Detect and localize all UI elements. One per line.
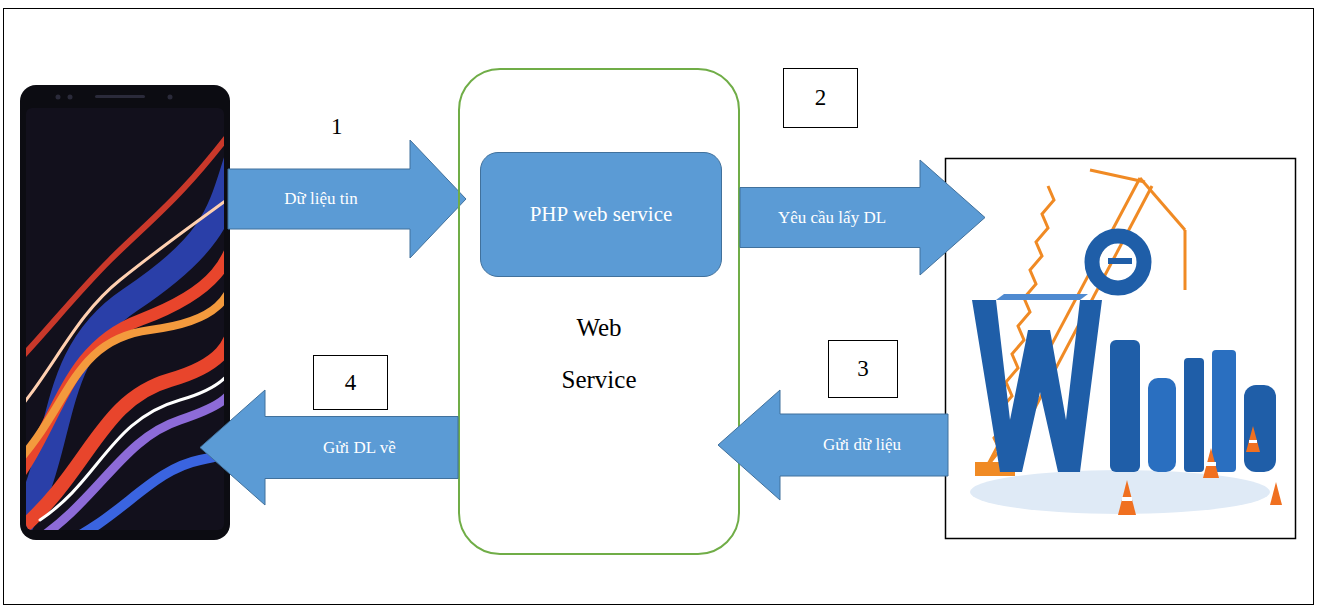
arrow-text-area: Yêu cầu lấy DL <box>744 188 920 248</box>
block-arrow: Gửi DL về <box>200 390 458 505</box>
callout-number: 4 <box>345 370 357 396</box>
website-picture <box>1244 385 1276 472</box>
website-picture <box>1092 236 1144 288</box>
arrow-text-area: Dữ liệu tin <box>232 169 410 229</box>
website-picture <box>1148 378 1176 472</box>
website-picture <box>1118 426 1282 515</box>
phone-picture <box>95 95 145 98</box>
arrow-fill <box>200 390 458 505</box>
block-arrow: Dữ liệu tin <box>228 140 466 258</box>
callout-box: 2 <box>783 68 858 128</box>
website-picture <box>1203 448 1219 478</box>
arrow-label: Gửi dữ liệu <box>823 435 901 455</box>
phone-picture <box>26 120 224 530</box>
phone-picture <box>26 150 224 530</box>
arrow-fill <box>228 140 466 258</box>
callout-box: 4 <box>313 355 388 410</box>
website-picture <box>1122 497 1132 501</box>
website-picture <box>972 300 1102 472</box>
website-picture <box>1140 178 1185 230</box>
callout-box: 3 <box>828 340 898 398</box>
arrow-fill <box>718 390 948 500</box>
callout-number: 2 <box>815 85 827 111</box>
arrow-fill <box>740 160 985 275</box>
phone-picture <box>26 310 224 530</box>
website-picture <box>996 294 1088 300</box>
website-picture <box>970 470 1270 514</box>
arrow-label: Yêu cầu lấy DL <box>778 208 886 228</box>
arrow-label: Dữ liệu tin <box>284 189 357 209</box>
phone-picture <box>60 430 224 530</box>
website-picture <box>1108 258 1132 264</box>
website-picture <box>1246 426 1260 452</box>
callout-label-area: 1 <box>331 114 343 140</box>
website-picture <box>1212 350 1236 472</box>
phone-picture <box>56 95 61 100</box>
website-picture <box>1184 230 1187 290</box>
phone-picture <box>26 190 224 430</box>
process-label: PHP web service <box>530 202 673 227</box>
callout-number: 3 <box>857 356 869 382</box>
box-title-area: Web Service <box>460 302 738 406</box>
process-box: PHP web service <box>480 152 722 277</box>
website-picture <box>1184 358 1204 472</box>
website-picture <box>1090 170 1145 182</box>
box-title: Web Service <box>539 302 659 406</box>
website-picture <box>946 159 1296 539</box>
website-picture <box>1118 480 1136 515</box>
phone-picture <box>26 120 224 380</box>
phone-picture <box>68 95 73 100</box>
page-frame <box>4 9 1314 605</box>
block-arrow: Yêu cầu lấy DL <box>740 160 985 275</box>
website-picture <box>1206 462 1216 466</box>
arrow-text-area: Gửi dữ liệu <box>780 414 944 476</box>
website-picture <box>1270 482 1282 505</box>
arrow-text-area: Gửi DL về <box>265 417 454 479</box>
arrow-label: Gửi DL về <box>323 438 396 458</box>
website-picture <box>946 159 1296 539</box>
block-arrow: Gửi dữ liệu <box>718 390 948 500</box>
website-picture <box>1110 340 1140 472</box>
phone-picture <box>0 85 245 545</box>
website-picture <box>1122 440 1257 501</box>
web-service-box: Web Service PHP web service <box>458 68 740 555</box>
callout-number: 1 <box>331 114 343 139</box>
website-picture <box>1249 440 1257 443</box>
phone-picture <box>168 95 173 100</box>
